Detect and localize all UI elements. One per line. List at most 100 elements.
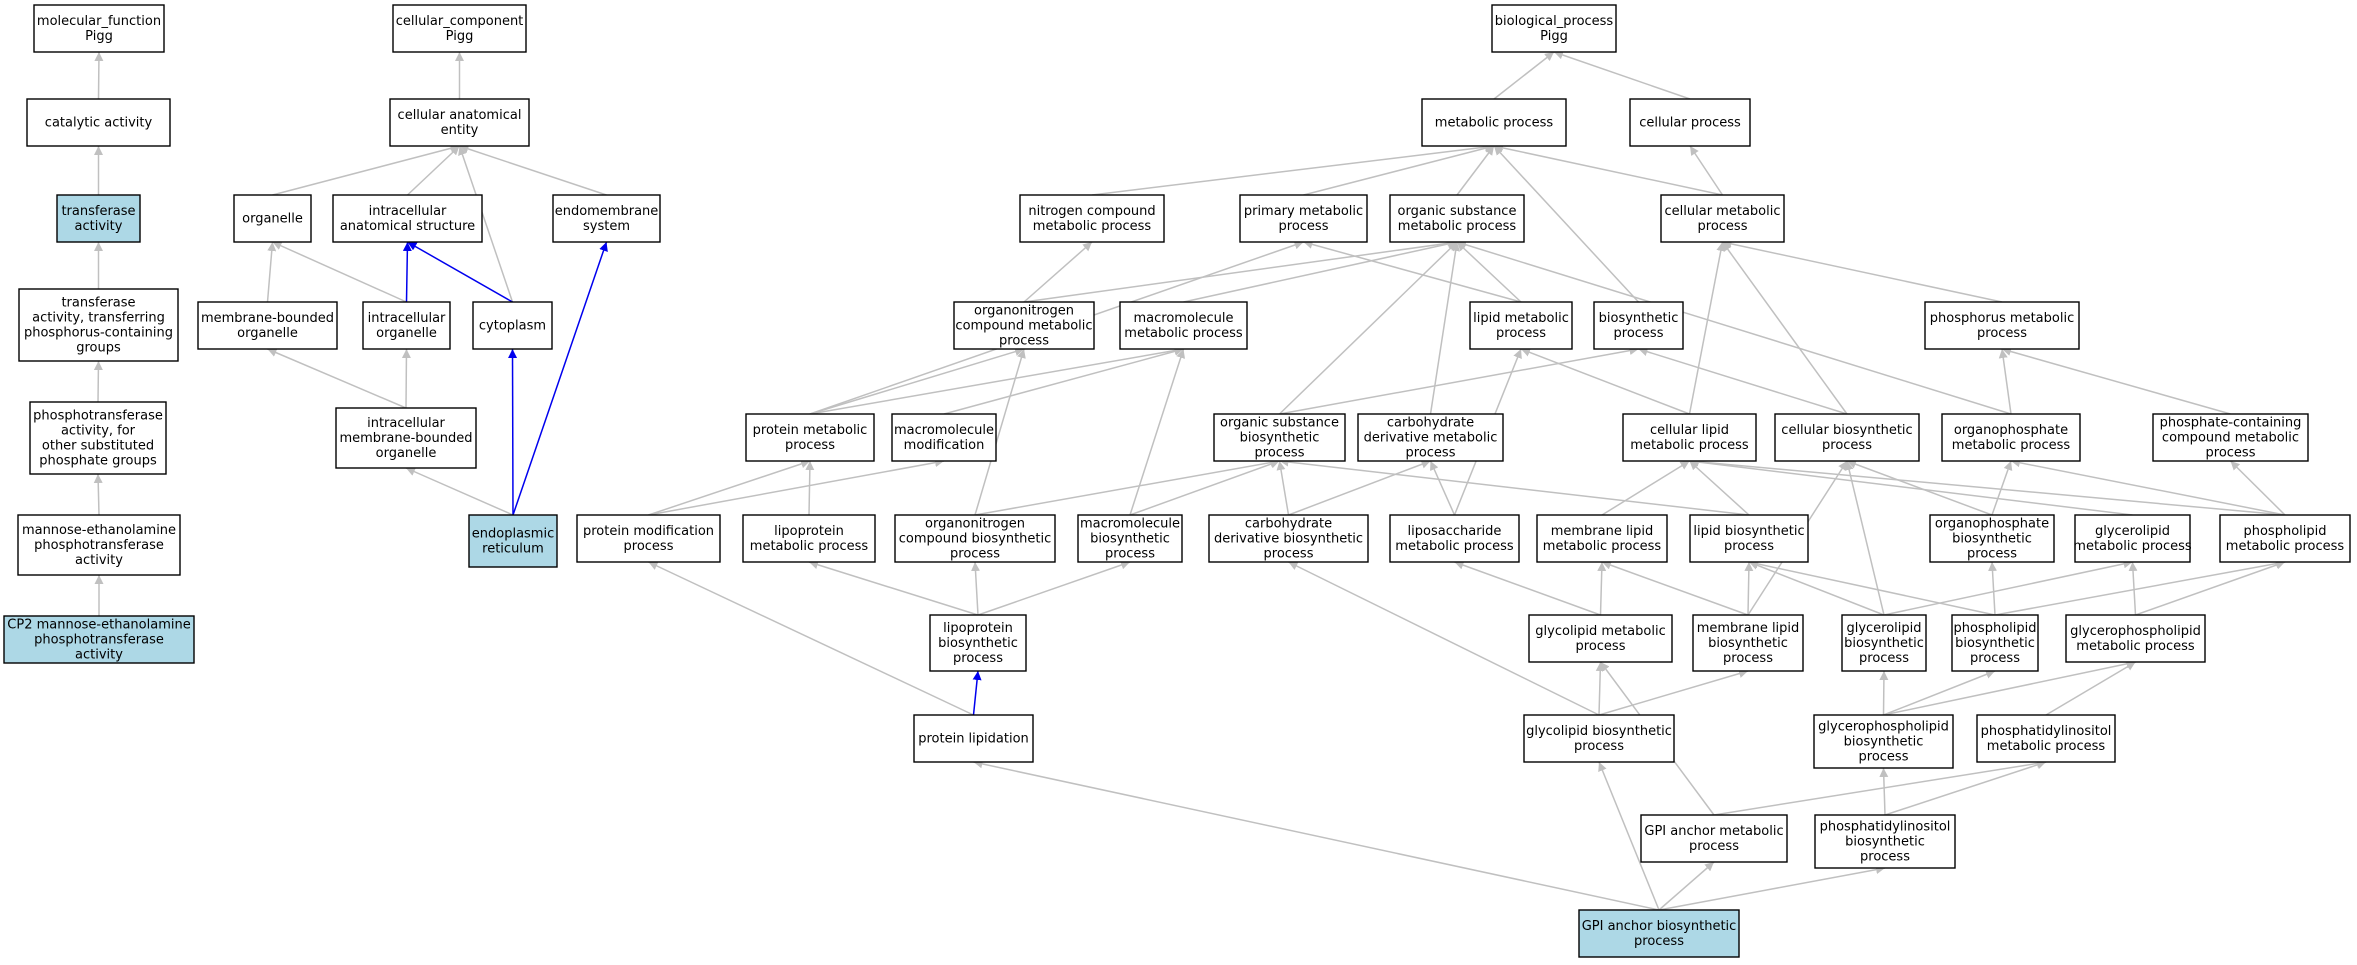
node-box <box>1491 4 1617 53</box>
edge-carbohydrate_derivative_bp-to-organic_substance_bp <box>1276 460 1290 516</box>
edge-membrane_bounded_organelle-to-organelle <box>266 241 277 303</box>
edge-glycerolipid_bp-to-lipid_bp <box>1748 561 1885 616</box>
node-box <box>468 514 558 568</box>
node-label: organelle <box>376 326 437 341</box>
edge-protein_lipidation-to-protein_modification <box>648 561 974 716</box>
node-label: glycolipid biosynthetic <box>1526 724 1672 739</box>
node-box <box>2065 614 2206 663</box>
node-label: process <box>1614 326 1664 341</box>
node-catalytic_activity[interactable]: catalytic activity <box>26 98 171 147</box>
node-label: phospholipid <box>1953 621 2036 636</box>
node-protein_lipidation[interactable]: protein lipidation <box>913 714 1034 763</box>
node-label: glycerolipid <box>2095 524 2170 539</box>
node-label: phosphate groups <box>39 454 157 469</box>
node-label: cellular metabolic <box>1665 204 1781 219</box>
node-label: compound metabolic <box>2162 431 2299 446</box>
edge-organophosphate_bp-to-organophosphate_mp <box>1991 460 2013 516</box>
node-label: system <box>583 219 630 234</box>
edge-phosphatidylinositol_bp-to-glycerophospholipid_bp <box>1879 767 1889 816</box>
node-label: process <box>999 334 1049 349</box>
node-box <box>1622 413 1757 462</box>
edge-phosphatidylinositol_bp-to-phosphatidylinositol_mp <box>1884 760 2047 816</box>
node-label: protein metabolic <box>753 423 868 438</box>
edge-gpi_anchor_bp-to-gpi_anchor_mp <box>1658 861 1715 911</box>
node-cytoplasm[interactable]: cytoplasm <box>472 301 553 350</box>
node-cp2_mannose[interactable]: CP2 mannose-ethanolaminephosphotransfera… <box>3 615 195 664</box>
node-mannose_eth[interactable]: mannose-ethanolaminephosphotransferaseac… <box>17 514 181 576</box>
node-box <box>2219 514 2351 563</box>
edge-phospholipid_bp-to-lipid_bp <box>1748 559 1996 616</box>
node-label: liposaccharide <box>1408 524 1502 539</box>
node-metabolic_process[interactable]: metabolic process <box>1421 98 1567 147</box>
node-cellular_process[interactable]: cellular process <box>1629 98 1751 147</box>
node-box <box>1929 514 2055 563</box>
node-label: phosphotransferase <box>33 409 163 424</box>
edge-cytoplasm-to-intracellular_anatomical <box>407 241 513 303</box>
node-box <box>894 514 1056 563</box>
edge-cellular_process-to-biological_process <box>1553 50 1691 100</box>
node-label: anatomical structure <box>340 219 475 234</box>
edge-organic_substance_bp-to-organic_substance_mp <box>1278 241 1458 415</box>
node-organelle[interactable]: organelle <box>233 194 312 243</box>
node-label: process <box>1264 547 1314 562</box>
node-label: biosynthetic <box>1845 835 1925 850</box>
edge-cellular_lipid_mp-to-lipid_mp <box>1520 348 1690 415</box>
node-label: organelle <box>242 212 303 227</box>
node-label: metabolic process <box>1987 739 2106 754</box>
node-label: biosynthetic <box>1240 431 1320 446</box>
